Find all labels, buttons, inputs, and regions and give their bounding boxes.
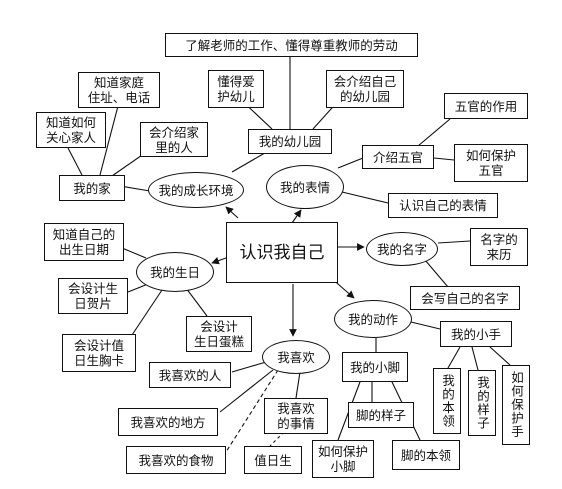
branch-my-name: 我的名字 [366,232,438,266]
link-env-home [119,185,151,192]
arrow-to-bday [211,257,227,265]
branch-my-birthday: 我的生日 [136,252,214,292]
box-write-own-name: 会写自己的名字 [410,286,520,310]
box-home-address-phone: 知道家庭 住址、电话 [78,72,160,108]
link-hand-skill [447,346,461,369]
box-know-expression: 认识自己的表情 [388,193,498,218]
center-node: 认识我自己 [226,222,338,283]
branch-my-actions: 我的动作 [334,300,412,338]
box-respect-teacher: 了解老师的工作、懂得尊重教师的劳动 [165,33,418,57]
link-like-places [219,369,274,413]
box-protect-senses: 如何保护 五官 [454,144,528,182]
link-senses-use [417,118,451,147]
link-hand-protect [489,346,511,366]
link-bday-card [127,283,149,293]
link-like-things [295,371,301,399]
box-my-little-feet: 我的小脚 [342,352,408,382]
box-introduce-kindergarten: 会介绍自己 的幼儿园 [326,70,404,108]
box-care-family: 知道如何 关心家人 [36,112,106,148]
box-people-i-like: 我喜欢的人 [149,362,231,388]
link-like-people [231,361,267,373]
link-name-write [424,259,449,288]
arrow-to-env [225,206,239,219]
box-hand-skills: 我的本领 [433,368,461,434]
branch-my-expression: 我的表情 [266,165,344,209]
box-design-birthday-card: 会设计生 日贺片 [58,278,128,314]
link-bday-badge [129,289,163,339]
link-act-hand [410,321,441,330]
box-my-little-hands: 我的小手 [440,321,512,347]
box-duty-student: 值日生 [244,446,302,474]
box-hand-looks: 我的样子 [468,370,496,436]
box-food-i-like: 我喜欢的食物 [126,446,226,474]
link-name-origin [437,240,471,244]
box-design-duty-badge: 会设计值 日生胸卡 [62,334,136,372]
link-home-care [67,147,83,176]
link-expr-senses [337,157,364,169]
box-design-birthday-cake: 会设计 生日蛋糕 [186,316,252,352]
box-feet-looks: 脚的样子 [348,402,414,428]
link-expr-know [341,191,389,204]
branch-i-like: 我喜欢 [262,340,330,374]
link-bday-date [121,247,147,259]
box-know-birthdate: 知道自己的 出生日期 [44,223,124,261]
link-hand-look [471,346,479,371]
link-things-duty [269,431,285,447]
branch-growth-environment: 我的成长环境 [148,172,244,208]
box-places-i-like: 我喜欢的地方 [118,408,218,436]
box-my-home: 我的家 [59,175,125,201]
link-senses-protect [433,157,455,161]
arrow-to-expr [291,209,302,224]
box-senses-function: 五官的作用 [444,93,528,119]
box-things-i-like: 我喜欢 的事情 [264,398,328,434]
link-bday-cake [185,287,208,317]
box-protect-feet: 如何保护 小脚 [312,440,374,478]
box-name-origin: 名字的 来历 [470,228,528,266]
box-introduce-family: 会介绍家 里的人 [140,122,208,157]
link-like-food [225,369,279,453]
link-home-address [99,105,119,176]
box-feet-skills: 脚的本领 [392,440,460,470]
link-home-intro [111,152,146,177]
box-protect-hands: 如何保护手 [502,365,530,445]
box-introduce-senses: 介绍五官 [362,145,434,169]
box-my-kindergarten: 我的幼儿园 [248,129,332,154]
box-care-for-children: 懂得爱 护幼儿 [208,70,264,108]
